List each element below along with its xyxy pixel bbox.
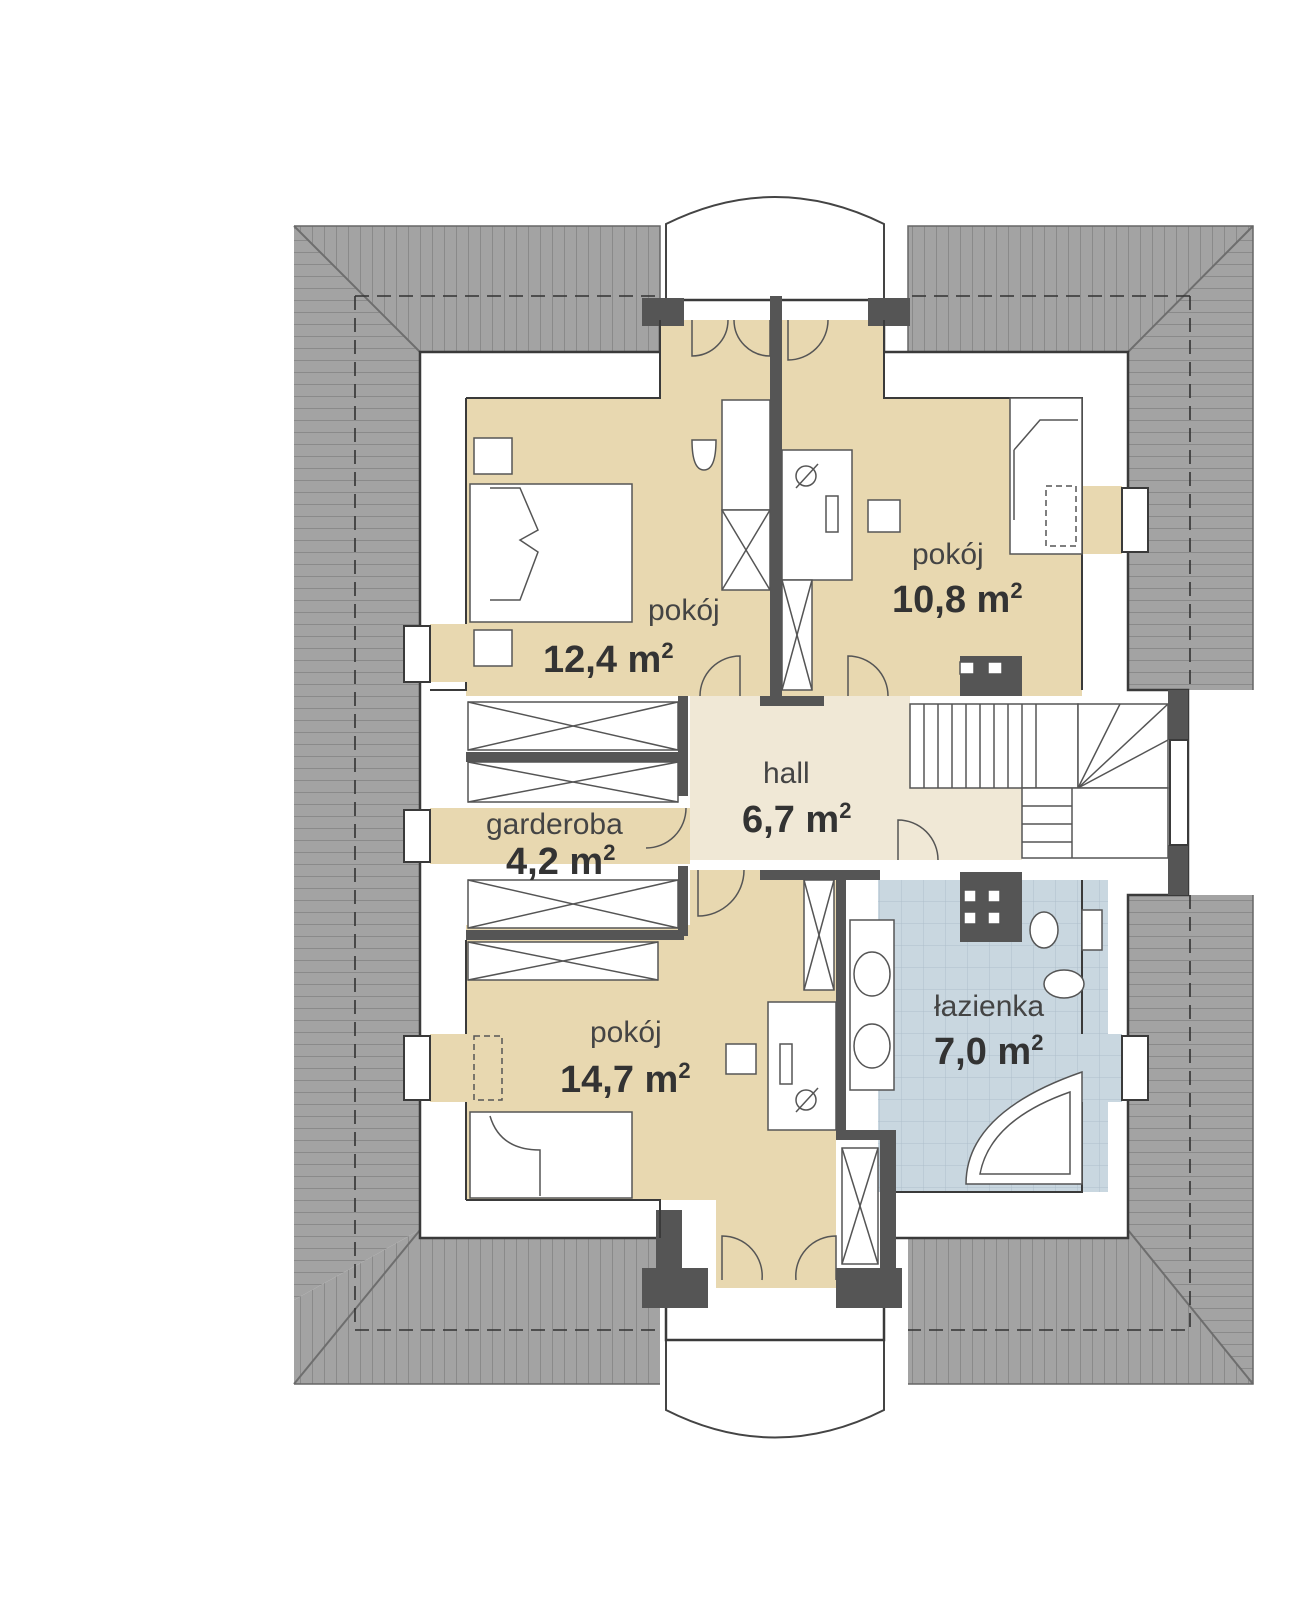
roof [293,225,1254,1385]
room-name: łazienka [934,990,1044,1023]
roof-left-bottom [294,1230,660,1384]
room-area: 10,8 m2 [892,578,1023,621]
room-name: garderoba [486,808,623,841]
wardrobes [467,701,679,981]
bay-window-top [665,196,885,298]
bathroom-fixtures [849,889,1103,1185]
room-area: 4,2 m2 [506,840,615,883]
room-name: pokój [648,594,720,627]
furniture-ne [781,397,1083,691]
room-name: hall [763,757,810,790]
desk-sw [767,1001,837,1131]
floor-bay-bottom [716,1200,836,1288]
room-name: pokój [912,538,984,571]
room-area: 12,4 m2 [543,638,674,681]
roof-right-top [908,226,1253,352]
floor-pokoj-ne [782,320,1082,696]
floor-hall [690,696,1022,860]
furniture-sw [469,879,879,1265]
roof-left [294,226,420,1300]
side-windows [403,487,1189,1101]
bed-ne [1009,397,1083,555]
roof-right-bottom [908,1230,1253,1384]
bed-sw [469,1111,633,1199]
interior-walls [466,296,1188,1268]
floor-garderoba [430,808,690,864]
stairs [909,703,1169,859]
room-area: 6,7 m2 [742,798,851,841]
room-labels: pokój 12,4 m2 pokój 10,8 m2 hall 6,7 m2 … [486,538,1044,1101]
columns [642,298,910,1308]
roof-left-top [294,226,660,352]
bay-window-bottom [665,1340,885,1439]
corner-bath [965,1070,1083,1185]
room-area: 14,7 m2 [560,1058,691,1101]
room-name: pokój [590,1016,662,1049]
bed-nw [469,483,633,623]
room-area: 7,0 m2 [934,1030,1043,1073]
doors [645,319,939,1281]
furniture-nw [469,399,771,667]
desk-nw [721,399,771,511]
desk-ne [781,449,853,581]
